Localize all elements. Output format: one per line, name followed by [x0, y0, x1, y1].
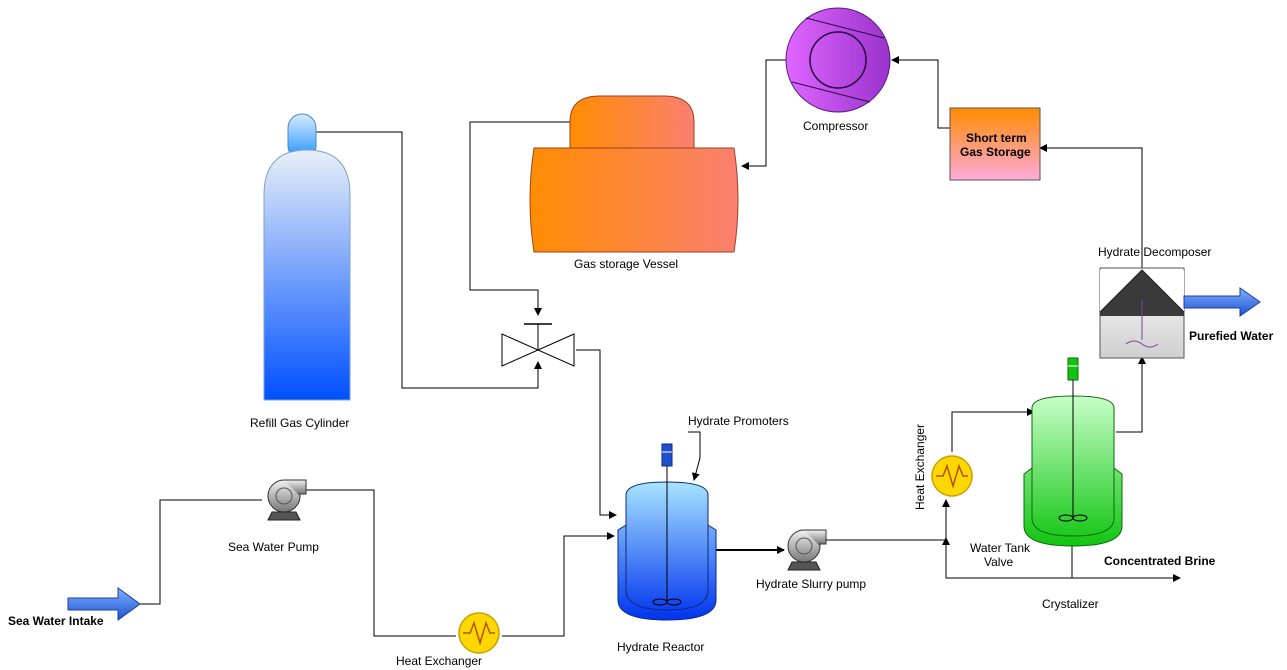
pipe-promoters: [688, 431, 701, 481]
pipe-intake-to-pump: [140, 499, 262, 605]
compressor-label: Compressor: [803, 119, 868, 133]
refill-gas-cylinder-label: Refill Gas Cylinder: [250, 416, 349, 430]
crystalizer: [1023, 357, 1123, 547]
hydrate-promoters-label: Hydrate Promoters: [688, 414, 789, 428]
pipe-pump-to-hx: [304, 489, 456, 637]
gas-valve: [501, 323, 575, 367]
hydrate-slurry-pump-label: Hydrate Slurry pump: [756, 577, 866, 591]
concentrated-brine-label: Concentrated Brine: [1104, 554, 1216, 568]
refill-gas-cylinder: [263, 113, 351, 401]
hydrate-reactor: [617, 443, 717, 621]
hydrate-slurry-pump: [787, 529, 827, 571]
pipe-short-storage-to-compressor: [891, 56, 950, 129]
sea-water-intake-arrow: [67, 587, 141, 621]
crystalizer-label: Crystalizer: [1042, 597, 1099, 611]
pipe-crystalizer-to-decomposer: [1116, 356, 1146, 433]
sea-water-pump-label: Sea Water Pump: [228, 540, 319, 554]
sea-water-intake-label: Sea Water Intake: [8, 614, 104, 628]
heat-exchanger-bottom-label: Heat Exchanger: [396, 654, 482, 668]
hydrate-decomposer: [1099, 267, 1185, 359]
pipes: [140, 56, 1181, 637]
water-tank-label-line1: Water Tank: [970, 541, 1031, 555]
purified-water-label: Purefied Water: [1189, 329, 1274, 343]
heat-exchanger-bottom: [458, 612, 500, 654]
pipe-water-tank-valve: [942, 537, 1073, 579]
pipe-compressor-to-vessel: [741, 59, 786, 170]
pipe-cylinder-to-valve: [302, 131, 542, 389]
short-term-gas-storage: [949, 107, 1041, 181]
compressor: [785, 7, 891, 113]
gas-storage-vessel: [529, 95, 739, 253]
pipe-vessel-to-valve: [469, 121, 570, 316]
short-term-gas-storage-label-line2: Gas Storage: [960, 145, 1031, 159]
heat-exchanger-right-label: Heat Exchanger: [913, 424, 927, 510]
pipe-hx-to-crystalizer: [951, 408, 1035, 452]
pipe-valve-to-reactor: [576, 349, 617, 519]
water-tank-label-line2: Valve: [984, 555, 1013, 569]
hydrate-reactor-label: Hydrate Reactor: [617, 640, 704, 654]
pipe-slurry-to-hx: [826, 499, 950, 541]
purified-water-arrow: [1183, 287, 1261, 317]
sea-water-pump: [267, 479, 307, 521]
hydrate-decomposer-label: Hydrate Decomposer: [1098, 245, 1211, 259]
heat-exchanger-right: [931, 455, 973, 497]
short-term-gas-storage-label-line1: Short term: [966, 131, 1027, 145]
gas-storage-vessel-label: Gas storage Vessel: [574, 257, 678, 271]
pipe-hx-to-reactor: [502, 532, 615, 637]
pipe-decomposer-to-short-storage: [1039, 144, 1143, 268]
